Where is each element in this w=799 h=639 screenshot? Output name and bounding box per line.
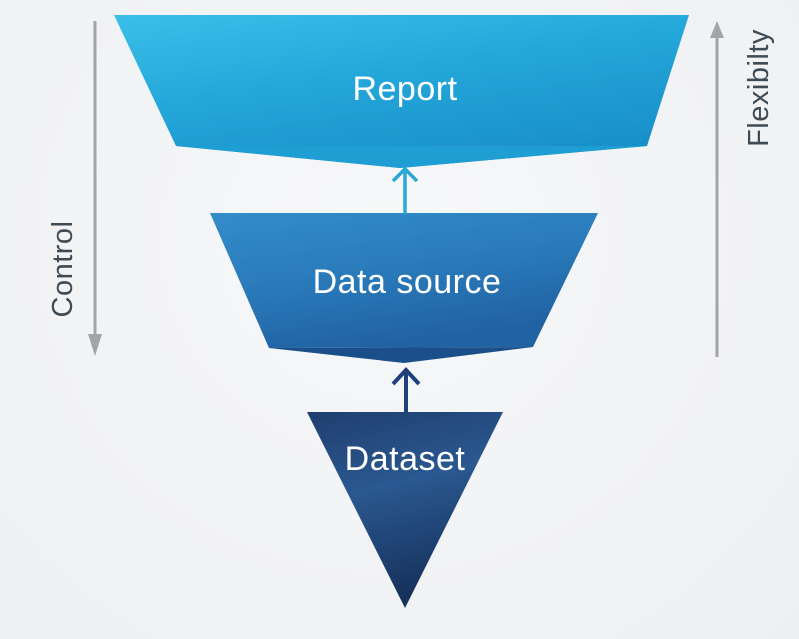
arrow-up-icon [391,367,421,386]
dataset-layer-label: Dataset [345,440,466,478]
arrow-up-icon [391,166,419,183]
flexibility-axis-label: Flexibilty [743,29,775,147]
datasource-layer-fold [269,347,533,363]
arrow-up-icon [710,21,724,38]
dataset-to-datasource-arrow [391,367,421,413]
report-layer-fold [176,146,647,168]
datasource-to-report-arrow [391,166,419,214]
datasource-layer-shape [210,213,598,348]
control-axis: Control [47,21,102,356]
dataset-layer-shape [307,412,503,608]
report-layer-label: Report [352,70,457,108]
datasource-layer-label: Data source [313,263,502,301]
flexibility-axis: Flexibilty [710,21,775,357]
control-axis-label: Control [47,221,79,318]
report-layer-shape [114,15,689,168]
arrow-down-icon [88,334,102,356]
